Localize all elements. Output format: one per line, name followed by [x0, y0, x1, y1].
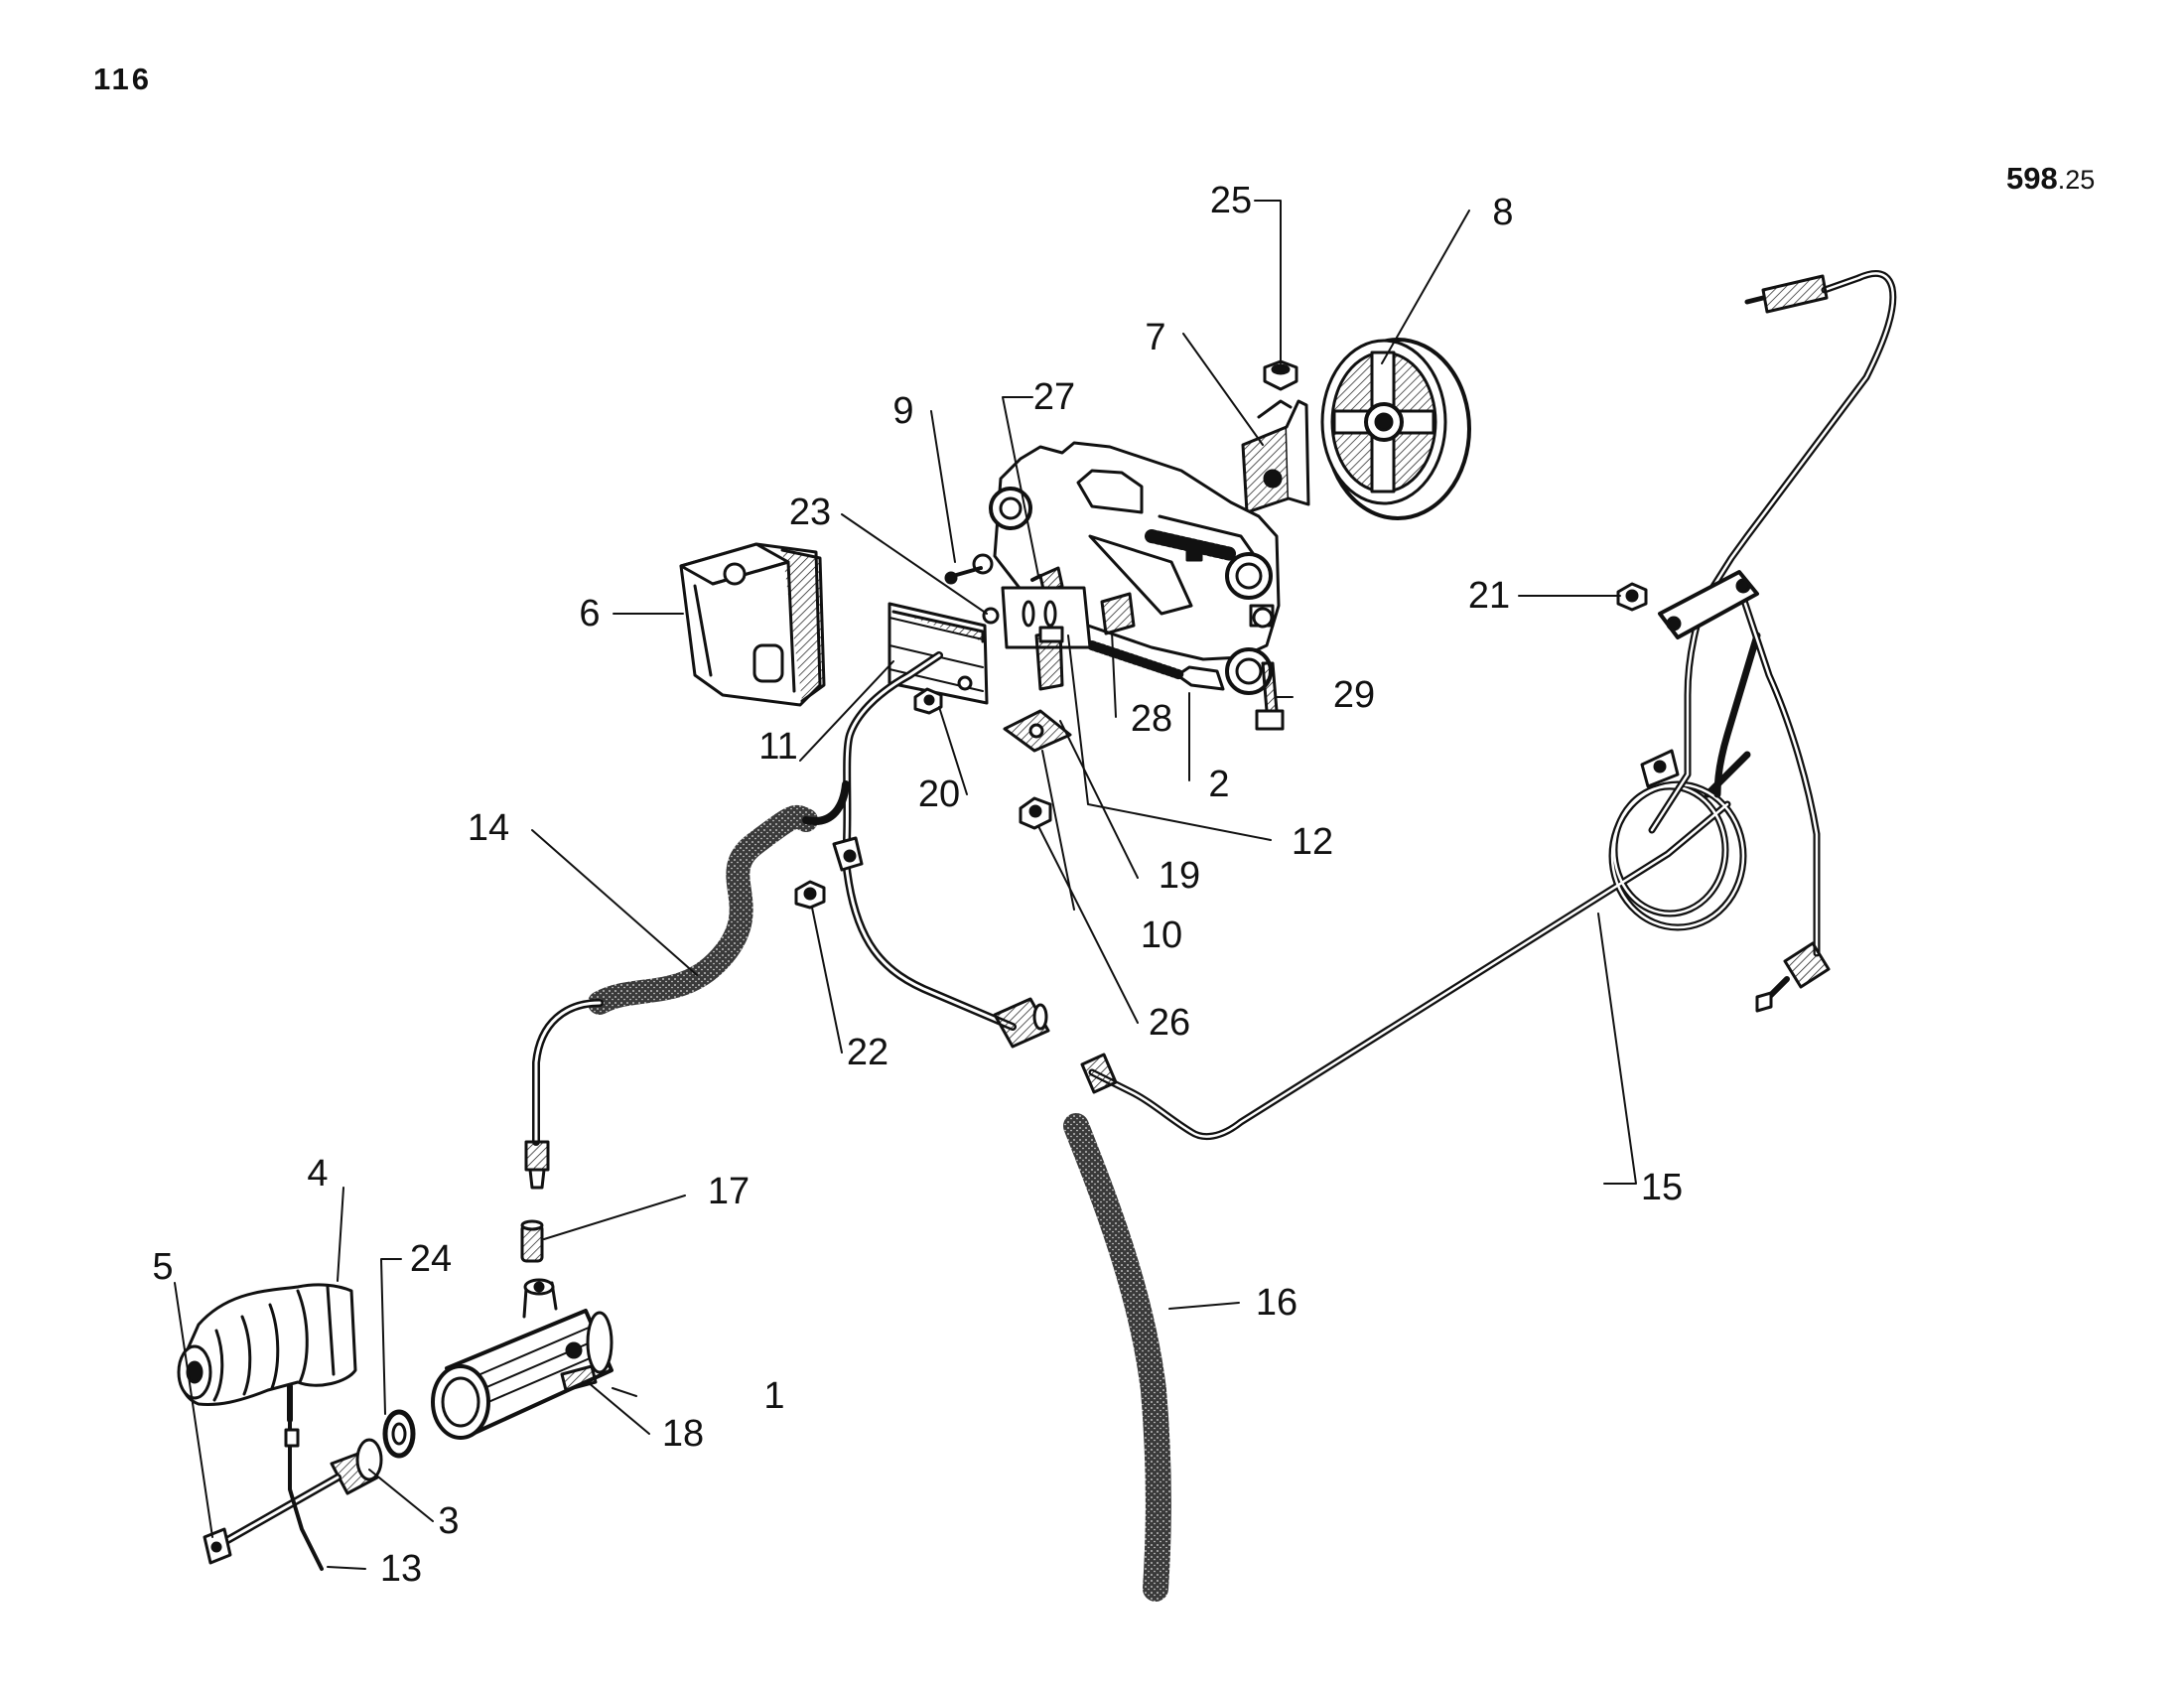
part-18-bleed-screw	[560, 1364, 598, 1392]
figure-code: 598.25	[2006, 161, 2095, 197]
callout-12: 12	[1292, 821, 1333, 863]
leader-7	[1182, 333, 1264, 446]
leader-17	[543, 1195, 686, 1240]
leader-20	[938, 706, 968, 795]
pipe-clip	[832, 836, 864, 872]
callout-17: 17	[708, 1171, 750, 1212]
part-6-cover	[679, 542, 826, 707]
part-19-stud	[1034, 626, 1064, 691]
callout-11: 11	[758, 726, 797, 768]
callout-19: 19	[1159, 855, 1200, 897]
leader-14	[531, 829, 698, 976]
part-15-fitting	[1080, 1053, 1118, 1094]
leader-1	[612, 1387, 637, 1397]
part-22-nut	[794, 880, 826, 910]
leader-4	[337, 1187, 344, 1282]
callout-21: 21	[1468, 575, 1510, 617]
part-21-nut	[1616, 582, 1648, 612]
callout-22: 22	[847, 1032, 888, 1073]
pipe-clamp	[1640, 749, 1680, 788]
part-14-flex-hose	[524, 780, 850, 1190]
pipe-bracket	[1658, 570, 1759, 639]
part-7-bracket	[1241, 399, 1310, 514]
leader-8	[1381, 210, 1470, 364]
leader-28	[1111, 631, 1117, 718]
part-16-hose	[1063, 1113, 1171, 1602]
leader-18	[587, 1381, 650, 1435]
coupling-fitting	[993, 997, 1050, 1049]
part-12-plate	[1001, 586, 1092, 649]
leader-23	[841, 513, 988, 615]
callout-28: 28	[1131, 698, 1172, 740]
part-15-pipe-inner	[1090, 782, 1745, 1138]
callout-leaders	[174, 200, 1637, 1570]
callout-3: 3	[438, 1500, 459, 1542]
callout-10: 10	[1141, 914, 1182, 956]
callout-labels: 1 2 3 4 5 6 7 8 9 10 11 12 13 14 15 16 1…	[152, 180, 1683, 1590]
leader-22	[811, 907, 843, 1054]
figure-code-sub: .25	[2057, 165, 2096, 195]
callout-4: 4	[307, 1153, 328, 1195]
callout-15: 15	[1641, 1167, 1683, 1208]
leader-19	[1059, 720, 1139, 879]
leader-12	[1067, 634, 1272, 841]
upper-pipe-assembly-inner	[1650, 272, 1895, 955]
callout-9: 9	[892, 390, 913, 432]
callout-18: 18	[662, 1413, 704, 1455]
leader-13	[327, 1566, 366, 1570]
callout-23: 23	[789, 492, 831, 533]
leader-11	[799, 660, 894, 762]
leader-16	[1168, 1302, 1240, 1310]
part-3-pushrod	[203, 1438, 383, 1565]
part-13-tube	[284, 1418, 324, 1571]
part-1-cylinder	[431, 1278, 614, 1440]
callout-14: 14	[468, 807, 509, 849]
callout-1: 1	[763, 1375, 784, 1417]
part-4-boot	[177, 1283, 357, 1423]
callout-27: 27	[1033, 376, 1075, 418]
callout-26: 26	[1149, 1002, 1190, 1044]
part-23-washer	[982, 607, 1000, 625]
leader-5	[174, 1282, 213, 1538]
page-number: 116	[93, 62, 153, 96]
upper-fitting-top	[1744, 274, 1829, 314]
callout-13: 13	[380, 1548, 422, 1590]
part-24-washer	[382, 1409, 416, 1459]
leader-26	[1037, 825, 1139, 1024]
callout-24: 24	[410, 1238, 452, 1280]
callout-6: 6	[579, 593, 600, 634]
callout-20: 20	[918, 774, 960, 815]
part-2-valve-body	[989, 441, 1281, 695]
part-10-plate	[1003, 709, 1072, 753]
leader-27	[1002, 396, 1039, 577]
part-20-nut	[913, 687, 943, 715]
part-17-sleeve	[520, 1219, 544, 1263]
callout-7: 7	[1145, 317, 1165, 358]
leader-3	[368, 1469, 434, 1522]
part-9-bolt	[944, 553, 994, 585]
leader-15	[1597, 913, 1637, 1185]
callout-29: 29	[1333, 674, 1375, 716]
callout-5: 5	[152, 1246, 173, 1288]
part-15-pipe	[1088, 751, 1751, 1141]
part-29-bolt	[1255, 661, 1285, 731]
callout-25: 25	[1210, 180, 1252, 221]
figure-code-main: 598	[2006, 161, 2058, 196]
leader-9	[930, 410, 956, 563]
callout-2: 2	[1208, 764, 1229, 805]
part-8-pulley	[1320, 338, 1471, 520]
part-25-nut	[1263, 359, 1298, 391]
callout-16: 16	[1256, 1282, 1297, 1324]
part-28-stud	[1100, 592, 1136, 635]
leader-25	[1254, 200, 1282, 364]
part-26-nut	[1019, 796, 1052, 830]
upper-fitting-bottom	[1755, 941, 1831, 1013]
callout-8: 8	[1492, 192, 1513, 233]
leader-10	[1041, 750, 1075, 911]
leader-24	[380, 1258, 402, 1415]
pipe-block-to-coupling-inner	[844, 653, 1015, 1029]
